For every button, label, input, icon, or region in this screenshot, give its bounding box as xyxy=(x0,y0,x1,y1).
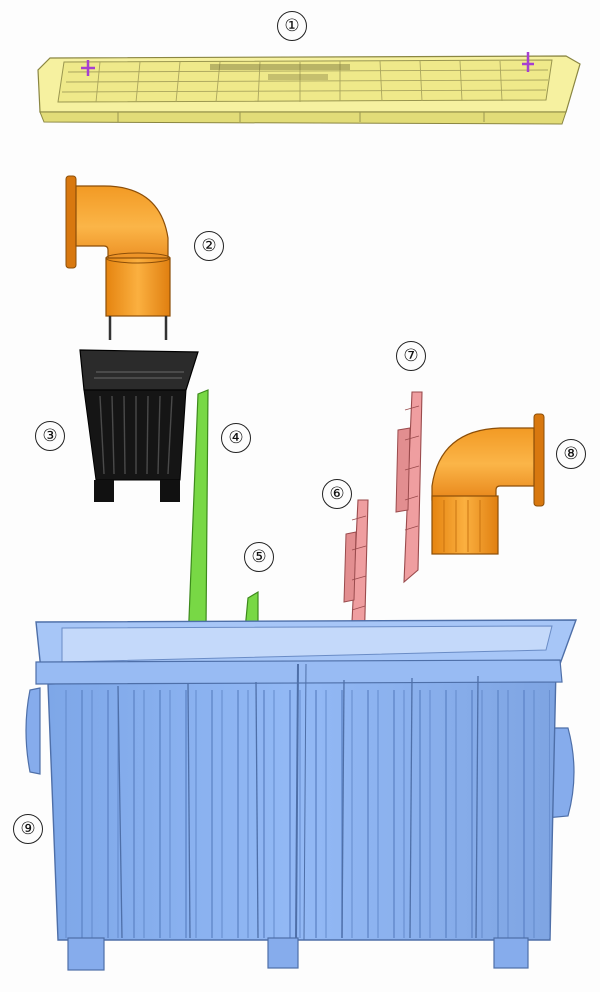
callout-2: ② xyxy=(194,231,224,261)
callout-8: ⑧ xyxy=(556,439,586,469)
callout-6: ⑥ xyxy=(322,479,352,509)
part-7-divider-panel-large xyxy=(395,391,423,584)
callout-5: ⑤ xyxy=(244,542,274,572)
callout-4: ④ xyxy=(221,423,251,453)
callout-3: ③ xyxy=(35,421,65,451)
part-3-strainer-basket xyxy=(79,349,199,502)
part-4-baffle-plate-tall xyxy=(187,389,209,646)
part-1-grated-cover xyxy=(37,52,581,125)
callout-7: ⑦ xyxy=(396,341,426,371)
callout-9: ⑨ xyxy=(13,814,43,844)
part-9-tank-body xyxy=(25,619,578,971)
part-8-outlet-elbow xyxy=(431,413,545,555)
part-2-inlet-elbow xyxy=(65,175,171,340)
callout-1: ① xyxy=(277,11,307,41)
